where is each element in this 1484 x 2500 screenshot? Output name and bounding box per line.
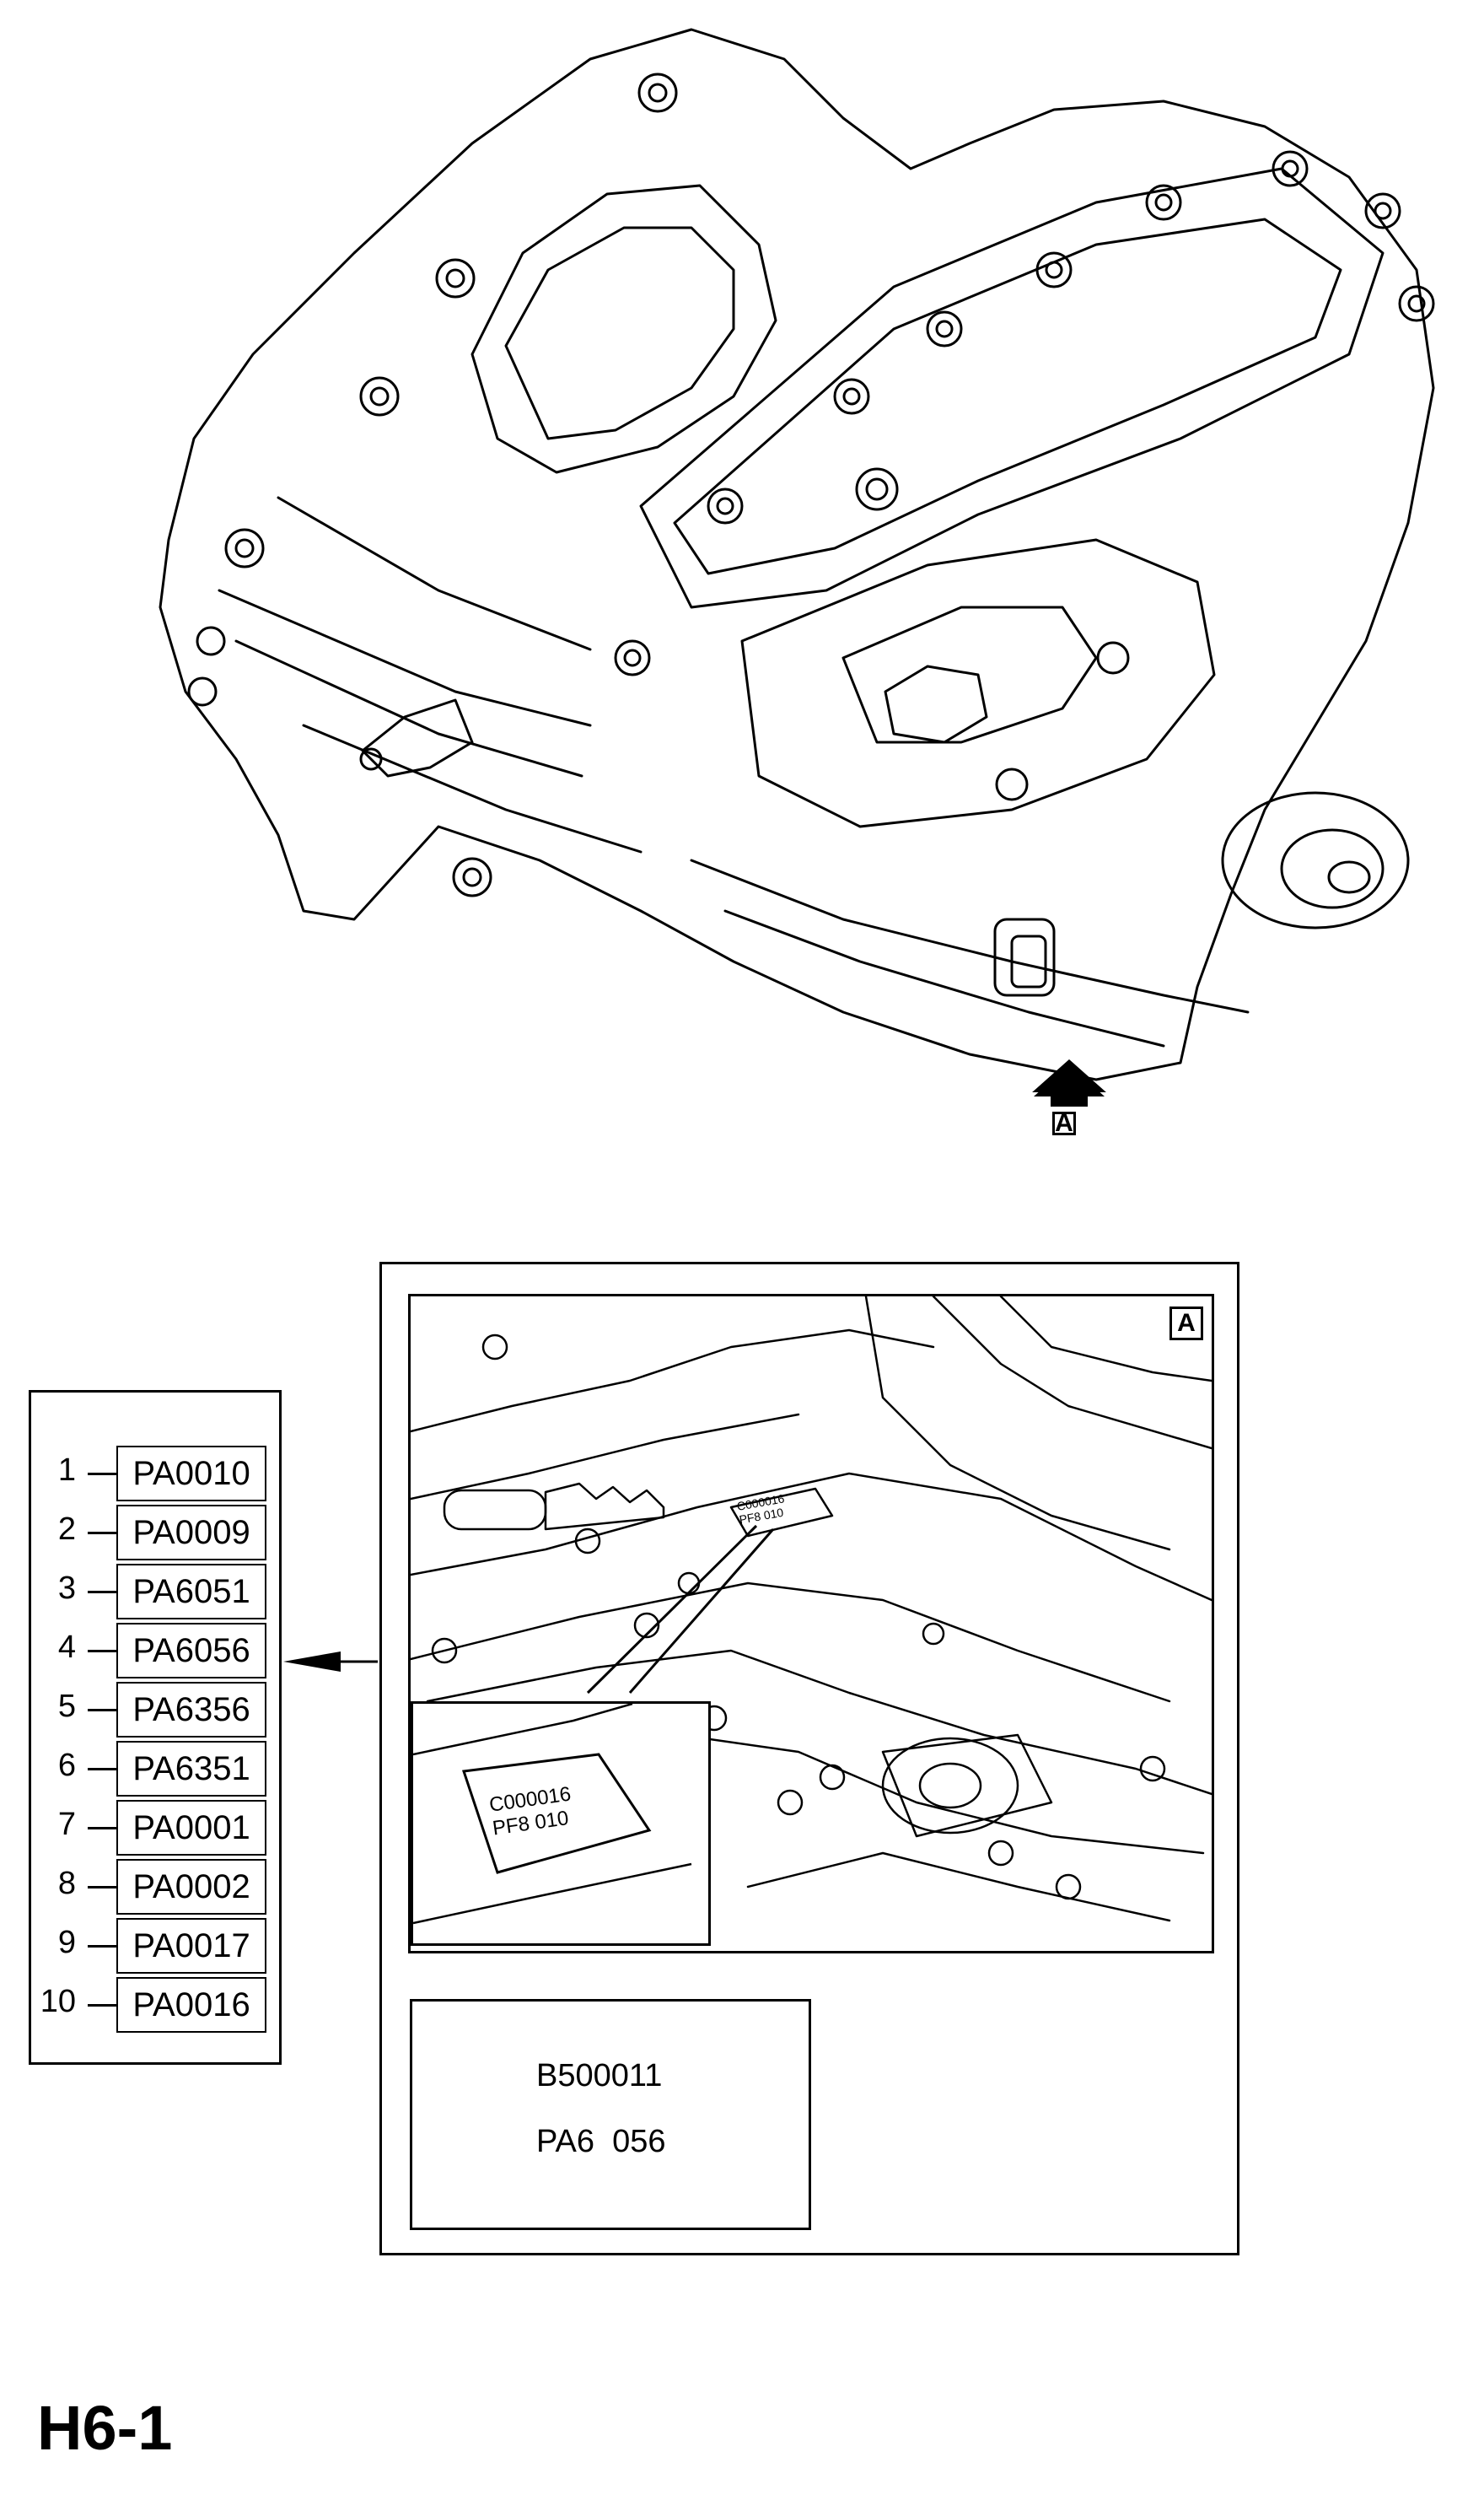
part-code: PA6051 xyxy=(116,1564,266,1619)
view-marker-detail-label: A xyxy=(1177,1309,1196,1337)
part-code: PA0017 xyxy=(116,1918,266,1974)
detail-view-a: C000016 PF8 010 A C000016 PF8 010 xyxy=(408,1294,1214,1953)
view-marker-label: A xyxy=(1055,1109,1073,1137)
view-marker-a-detail: A xyxy=(1169,1307,1203,1340)
info-box-line1: B500011 xyxy=(536,2058,663,2093)
leader-line xyxy=(88,1650,116,1652)
underbody-drawing xyxy=(411,1296,1212,1922)
pointer-arrow xyxy=(283,1651,378,1672)
leader-line xyxy=(88,1945,116,1948)
leader-line xyxy=(88,1709,116,1711)
part-index: 10 xyxy=(40,1984,76,2019)
part-code: PA0009 xyxy=(116,1505,266,1560)
part-code: PA0010 xyxy=(116,1446,266,1501)
part-code: PA0001 xyxy=(116,1800,266,1856)
part-code: PA6056 xyxy=(116,1623,266,1678)
part-index: 3 xyxy=(57,1571,76,1606)
part-code: PA6356 xyxy=(116,1682,266,1738)
part-index: 1 xyxy=(57,1452,76,1488)
page-code: H6-1 xyxy=(37,2393,173,2463)
part-code: PA6351 xyxy=(116,1741,266,1797)
part-code: PA0016 xyxy=(116,1977,266,2033)
leader-line xyxy=(88,1591,116,1593)
info-box-line2: PA6 056 xyxy=(536,2124,666,2159)
view-marker-a: A xyxy=(1052,1109,1076,1137)
leader-line xyxy=(88,2004,116,2007)
part-index: 4 xyxy=(57,1630,76,1665)
gearbox-drawing xyxy=(159,28,1435,1107)
part-code: PA0002 xyxy=(116,1859,266,1915)
plate-inset: C000016 PF8 010 xyxy=(411,1701,711,1946)
leader-line xyxy=(88,1532,116,1534)
leader-line xyxy=(88,1473,116,1475)
leader-line xyxy=(88,1827,116,1829)
leader-line xyxy=(88,1768,116,1770)
part-index: 7 xyxy=(57,1807,76,1842)
part-index: 9 xyxy=(57,1925,76,1960)
part-index: 2 xyxy=(57,1511,76,1547)
leader-line xyxy=(88,1886,116,1888)
info-box xyxy=(410,1999,811,2230)
part-index: 8 xyxy=(57,1866,76,1901)
part-index: 6 xyxy=(57,1748,76,1783)
plate-inset-drawing xyxy=(413,1704,692,1925)
part-index: 5 xyxy=(57,1689,76,1724)
